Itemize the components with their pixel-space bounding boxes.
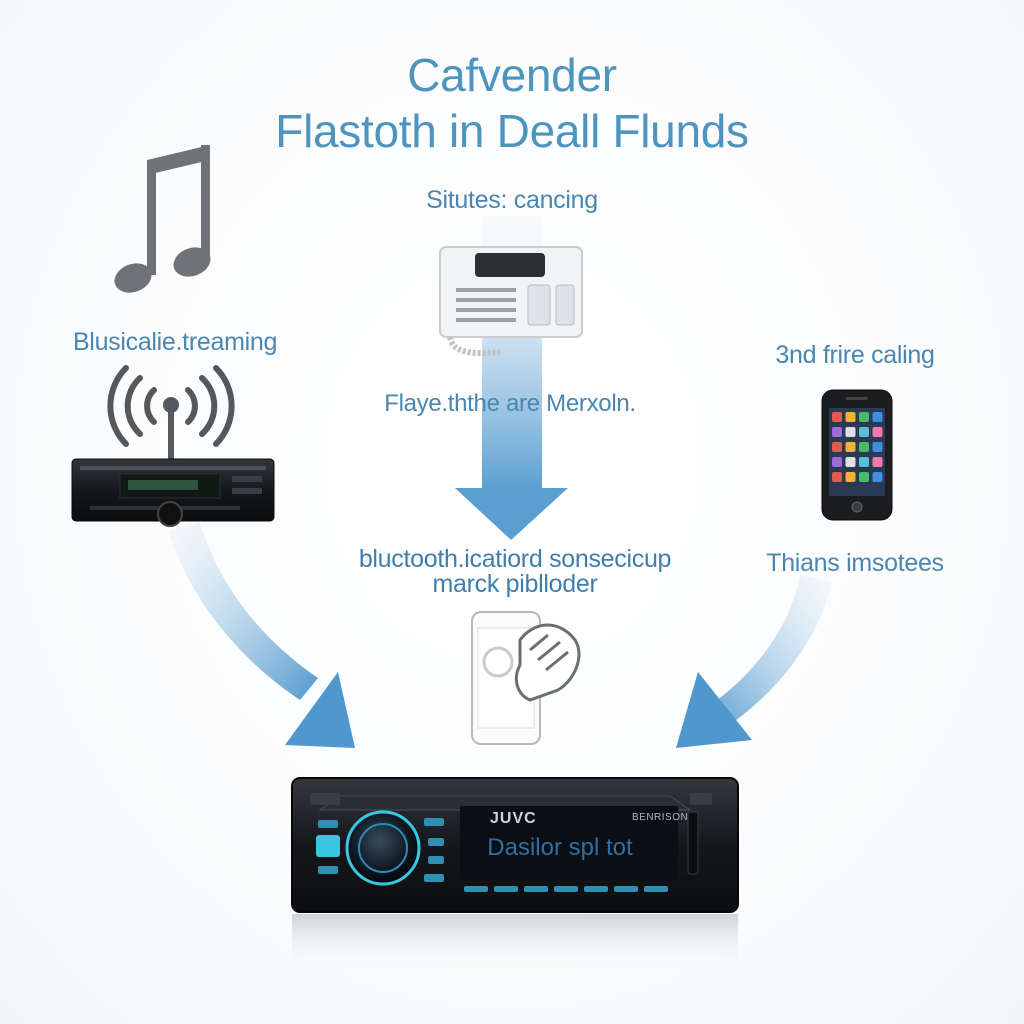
app-tile [845,457,856,467]
status-label: Situtes: cancing [426,186,598,214]
stereo-display-text: Dasilor spl tot [487,834,633,861]
smartphone-icon [821,389,893,521]
thians-label: Thians imsotees [766,549,944,577]
app-tile [872,412,883,422]
calling-label: 3nd frire caling [775,341,935,369]
stereo-brand: JUVC [490,810,537,827]
bluetooth-label-line1: bluctooth.icatiord sonsecicup [358,545,672,573]
bluetooth-label-line2: marck piblloder [432,570,598,598]
app-tile [872,472,883,482]
car-stereo-main [291,777,739,913]
app-tile [845,427,856,437]
app-tile [859,442,869,452]
desk-phone-icon [439,246,583,357]
app-tile [845,472,856,482]
music-streaming-label: Blusicalie.treaming [72,328,278,356]
app-tile [872,457,883,467]
music-note-icon [114,145,211,293]
right-curved-arrow [676,575,832,748]
app-tile [845,412,856,422]
left-curved-arrow [168,522,355,748]
app-tile [832,472,842,482]
app-tile [872,442,883,452]
app-tile [832,412,842,422]
app-tile [832,442,842,452]
preset-button[interactable] [614,886,638,892]
preset-button[interactable] [524,886,548,892]
app-tile [832,457,842,467]
app-tile [859,427,869,437]
app-tile [872,427,883,437]
phone-tap-icon [471,611,581,745]
preset-button[interactable] [554,886,578,892]
wireless-signal-icon [107,365,235,461]
app-tile [832,427,842,437]
app-tile [859,472,869,482]
preset-button[interactable] [464,886,488,892]
app-tile [859,457,869,467]
preset-button[interactable] [584,886,608,892]
app-tile [845,442,856,452]
diagram-title-line1: Cafvender [407,49,617,101]
diagram-title-line2: Flastoth in Deall Flunds [275,105,749,157]
preset-button[interactable] [644,886,668,892]
car-stereo-small [71,458,275,527]
car-stereo-reflection [292,914,738,974]
app-tile [859,412,869,422]
preset-button[interactable] [494,886,518,892]
stereo-model: BENRISON [632,812,689,823]
flaye-label: Flaye.ththe are Merxoln. [384,390,636,417]
